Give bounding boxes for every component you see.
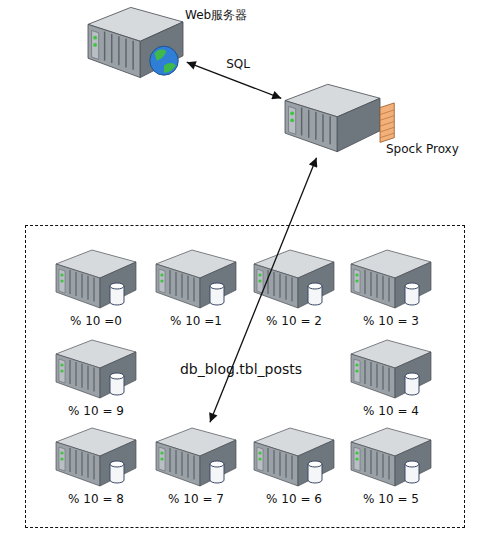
server-icon	[254, 248, 334, 310]
database-server: % 10 = 4	[351, 338, 431, 400]
server-icon	[56, 338, 136, 400]
database-server: % 10 =0	[56, 248, 136, 310]
server-label: % 10 = 9	[44, 404, 148, 418]
server-icon	[254, 426, 334, 488]
database-server: % 10 = 8	[56, 426, 136, 488]
edge-label: SQL	[226, 57, 250, 71]
database-server: % 10 = 2	[254, 248, 334, 310]
server-label: Web服务器	[185, 8, 285, 22]
proxy-server: Spock Proxy	[285, 82, 380, 154]
server-icon	[88, 5, 183, 80]
server-label: % 10 = 8	[44, 492, 148, 506]
web-server: Web服务器	[88, 5, 183, 80]
server-icon	[351, 248, 431, 310]
database-server: % 10 = 9	[56, 338, 136, 400]
server-icon	[56, 248, 136, 310]
server-icon	[56, 426, 136, 488]
server-label: % 10 = 2	[242, 314, 346, 328]
database-cluster: db_blog.tbl_posts% 10 =0% 10 =1% 10 = 2%…	[25, 225, 465, 528]
database-server: % 10 =1	[156, 248, 236, 310]
database-server: % 10 = 6	[254, 426, 334, 488]
server-icon	[156, 426, 236, 488]
database-server: % 10 = 3	[351, 248, 431, 310]
server-label: % 10 = 5	[339, 492, 443, 506]
cluster-label: db_blog.tbl_posts	[156, 362, 326, 376]
server-label: Spock Proxy	[386, 142, 486, 156]
server-icon	[351, 426, 431, 488]
server-icon	[351, 338, 431, 400]
server-icon	[285, 82, 380, 154]
server-label: % 10 =0	[44, 314, 148, 328]
server-label: % 10 =1	[144, 314, 248, 328]
bidirectional-arrow	[210, 158, 317, 423]
database-server: % 10 = 7	[156, 426, 236, 488]
server-label: % 10 = 7	[144, 492, 248, 506]
server-label: % 10 = 4	[339, 404, 443, 418]
server-icon	[156, 248, 236, 310]
database-server: % 10 = 5	[351, 426, 431, 488]
server-label: % 10 = 3	[339, 314, 443, 328]
server-label: % 10 = 6	[242, 492, 346, 506]
